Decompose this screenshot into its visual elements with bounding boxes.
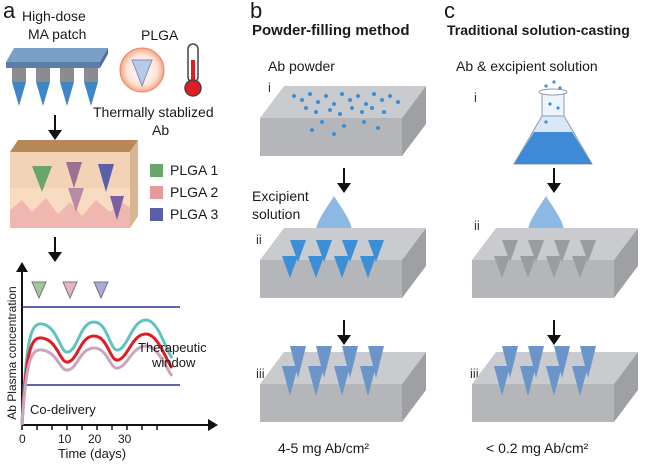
panel-c-step-iii: iii [470, 366, 479, 381]
curve-teal [20, 318, 174, 426]
excipient-label-line1: Excipient [252, 188, 309, 204]
therapeutic-window-label-line2: window [152, 355, 196, 370]
arrow-down-icon [48, 115, 62, 140]
ab-powder-label: Ab powder [268, 58, 335, 74]
cast-patch-block-illustration [472, 346, 638, 422]
panel-c-result: < 0.2 mg Ab/cm² [486, 440, 589, 456]
curve-mauve [20, 344, 174, 426]
x-tick-0: 0 [19, 432, 26, 446]
final-patch-block-illustration [260, 346, 426, 422]
patch-label-line2: MA patch [28, 26, 87, 42]
plga-stabilized-ab-illustration [119, 43, 202, 97]
legend-swatch-plga-1 [150, 164, 163, 177]
arrow-down-icon [337, 320, 351, 345]
plasma-concentration-plot [16, 262, 218, 431]
ab-excipient-solution-label: Ab & excipient solution [456, 58, 598, 74]
arrow-down-icon [337, 168, 351, 193]
ma-patch-illustration [6, 48, 108, 106]
cone-plga-3-icon [93, 281, 109, 300]
stabilized-ab-label-line1: Thermally stablized [93, 104, 214, 120]
skin-layers-illustration [10, 140, 138, 228]
plga-label: PLGA [141, 27, 179, 43]
y-axis-arrow-icon [16, 262, 28, 272]
panel-b-letter: b [250, 0, 263, 23]
panel-b-result: 4-5 mg Ab/cm² [278, 440, 370, 456]
x-axis-label: Time (days) [58, 446, 127, 461]
therapeutic-window-label-line1: Therapeutic [138, 340, 207, 355]
patch-label-line1: High-dose [22, 8, 86, 24]
panel-c-letter: c [444, 0, 455, 23]
flask-icon [513, 80, 593, 165]
x-tick-30: 30 [118, 432, 132, 446]
panel-b-step-iii: iii [256, 366, 265, 381]
arrow-down-icon [547, 168, 561, 193]
stabilized-ab-label-line2: Ab [152, 122, 170, 138]
legend-swatch-plga-2 [150, 186, 163, 199]
curve-red [20, 332, 174, 426]
x-tick-20: 20 [88, 432, 102, 446]
x-axis-arrow-icon [208, 419, 218, 431]
legend-label-plga-1: PLGA 1 [170, 162, 219, 178]
excipient-label-line2: solution [252, 206, 301, 222]
arrow-down-icon [48, 237, 62, 262]
y-axis-label: Ab Plasma concentration [5, 286, 19, 420]
panel-b-title: Powder-filling method [252, 22, 410, 39]
legend-label-plga-3: PLGA 3 [170, 206, 219, 222]
panel-c-step-ii: ii [474, 218, 480, 233]
panel-c-step-i: i [474, 90, 477, 105]
cone-plga-2-icon [62, 281, 78, 300]
panel-b-step-ii: ii [256, 232, 262, 247]
panel-a-letter: a [3, 0, 16, 23]
casting-block-illustration [472, 196, 638, 298]
arrow-down-icon [547, 320, 561, 345]
legend-swatch-plga-3 [150, 208, 163, 221]
codelivery-label: Co-delivery [30, 402, 96, 417]
powder-block-illustration [260, 86, 426, 156]
panel-c-title: Traditional solution-casting [447, 22, 630, 38]
legend-label-plga-2: PLGA 2 [170, 184, 219, 200]
x-tick-10: 10 [58, 432, 72, 446]
cone-plga-1-icon [31, 281, 47, 300]
panel-b-step-i: i [268, 80, 271, 95]
excipient-block-illustration [260, 196, 426, 298]
